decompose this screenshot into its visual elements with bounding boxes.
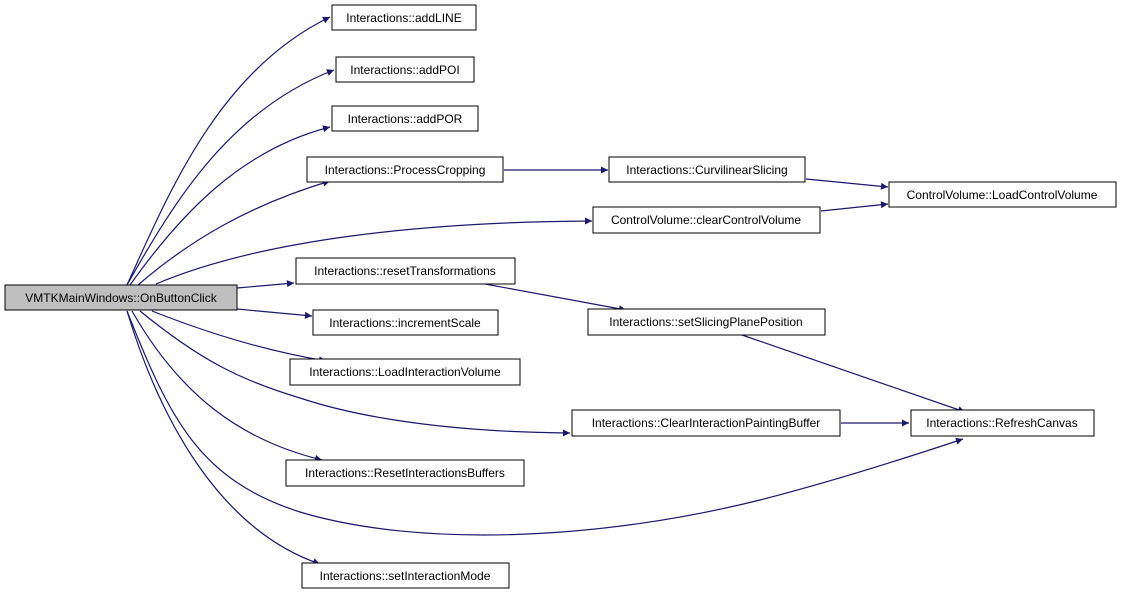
node-label: ControlVolume::clearControlVolume bbox=[611, 213, 801, 227]
node-label: Interactions::addPOR bbox=[348, 112, 463, 126]
node-label: Interactions::resetTransformations bbox=[314, 264, 496, 278]
edge-root-refreshCanvas bbox=[126, 310, 964, 536]
edge-curvilinearSlicing-loadControlVolume bbox=[805, 178, 889, 190]
edge-root-clearControlVolume bbox=[155, 217, 593, 285]
node-resetInteractionsBuffers[interactable]: Interactions::ResetInteractionsBuffers bbox=[285, 459, 525, 487]
node-addLINE[interactable]: Interactions::addLINE bbox=[331, 4, 477, 31]
node-setSlicingPlanePosition[interactable]: Interactions::setSlicingPlanePosition bbox=[587, 308, 826, 336]
node-label: Interactions::addPOI bbox=[350, 63, 459, 77]
node-label: Interactions::ResetInteractionsBuffers bbox=[305, 466, 505, 480]
edge-root-setInteractionMode bbox=[126, 310, 321, 566]
node-root[interactable]: VMTKMainWindows::OnButtonClick bbox=[4, 284, 238, 311]
node-processCropping[interactable]: Interactions::ProcessCropping bbox=[306, 156, 504, 183]
node-label: Interactions::CurvilinearSlicing bbox=[626, 163, 787, 177]
edge-root-addPOI bbox=[126, 69, 335, 286]
edge-root-incrementScale bbox=[236, 308, 313, 319]
node-setInteractionMode[interactable]: Interactions::setInteractionMode bbox=[301, 562, 510, 589]
node-label: Interactions::LoadInteractionVolume bbox=[309, 365, 501, 379]
edge-root-resetTransformations bbox=[236, 280, 295, 289]
edge-root-resetInteractionsBuffers bbox=[131, 310, 323, 462]
edge-root-clearInteractionPaintingBuffer bbox=[139, 310, 571, 437]
edge-root-addPOR bbox=[129, 125, 331, 286]
node-label: ControlVolume::LoadControlVolume bbox=[907, 188, 1098, 202]
node-curvilinearSlicing[interactable]: Interactions::CurvilinearSlicing bbox=[608, 156, 806, 183]
node-loadControlVolume[interactable]: ControlVolume::LoadControlVolume bbox=[888, 181, 1117, 208]
edge-root-processCropping bbox=[137, 179, 331, 286]
node-label: Interactions::ClearInteractionPaintingBu… bbox=[592, 416, 821, 430]
node-resetTransformations[interactable]: Interactions::resetTransformations bbox=[295, 257, 516, 285]
node-clearControlVolume[interactable]: ControlVolume::clearControlVolume bbox=[592, 206, 821, 234]
edge-root-addLINE bbox=[126, 16, 331, 286]
node-label: Interactions::addLINE bbox=[346, 11, 461, 25]
node-loadInteractionVolume[interactable]: Interactions::LoadInteractionVolume bbox=[289, 358, 521, 386]
node-label: Interactions::incrementScale bbox=[329, 316, 481, 330]
node-addPOI[interactable]: Interactions::addPOI bbox=[335, 56, 475, 83]
node-addPOR[interactable]: Interactions::addPOR bbox=[331, 105, 479, 132]
node-label: Interactions::setInteractionMode bbox=[320, 569, 491, 583]
edge-root-loadInteractionVolume bbox=[151, 310, 327, 364]
edges-layer bbox=[126, 16, 966, 566]
node-label: Interactions::setSlicingPlanePosition bbox=[609, 315, 802, 329]
edge-clearControlVolume-loadControlVolume bbox=[820, 201, 889, 212]
edge-resetTransformations-setSlicingPlanePosition bbox=[484, 283, 627, 313]
node-refreshCanvas[interactable]: Interactions::RefreshCanvas bbox=[910, 409, 1095, 437]
node-incrementScale[interactable]: Interactions::incrementScale bbox=[312, 309, 499, 336]
node-label: Interactions::ProcessCropping bbox=[325, 163, 486, 177]
node-clearInteractionPaintingBuffer[interactable]: Interactions::ClearInteractionPaintingBu… bbox=[571, 409, 841, 437]
nodes-layer: VMTKMainWindows::OnButtonClick Interacti… bbox=[4, 4, 1117, 589]
edge-setSlicingPlanePosition-refreshCanvas bbox=[741, 334, 966, 414]
node-label: VMTKMainWindows::OnButtonClick bbox=[25, 291, 217, 305]
node-label: Interactions::RefreshCanvas bbox=[926, 416, 1077, 430]
